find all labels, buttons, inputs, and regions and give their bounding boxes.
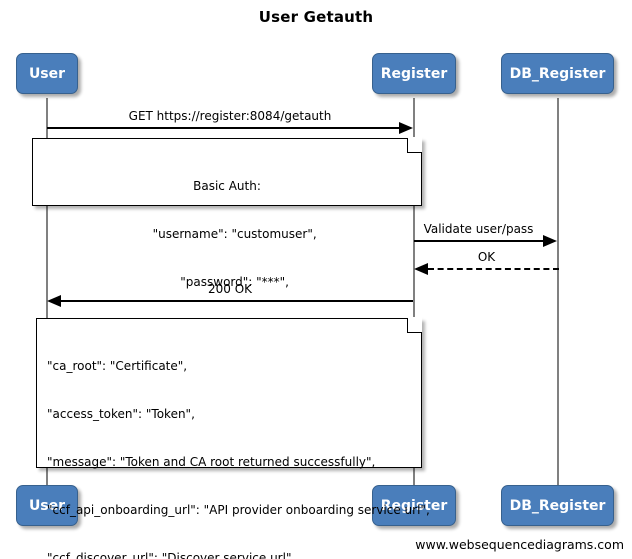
lifeline-user: [46, 98, 48, 488]
actor-label: DB_Register: [509, 497, 606, 514]
note-basic-auth-body: Basic Auth: "username": "customuser", "p…: [33, 139, 421, 328]
actor-label: Register: [380, 497, 448, 514]
lifeline-db-register: [557, 98, 559, 488]
note-line: "message": "Token and CA root returned s…: [47, 455, 376, 469]
actor-user-top[interactable]: User: [16, 53, 78, 94]
message-label-get-getauth: GET https://register:8084/getauth: [128, 109, 332, 123]
arrow-head-right-icon: [399, 122, 413, 134]
actor-register-bottom[interactable]: Register: [372, 485, 456, 526]
message-label-200-ok: 200 OK: [207, 282, 253, 296]
message-line-validate-user-pass: [414, 240, 543, 242]
note-line: "username": "customuser",: [137, 227, 317, 241]
arrow-head-left-icon: [414, 263, 428, 275]
note-line: "password": "***",: [165, 275, 289, 289]
note-line: "ca_root": "Certificate",: [47, 359, 188, 373]
message-line-get-getauth: [47, 127, 399, 129]
note-basic-auth: Basic Auth: "username": "customuser", "p…: [32, 137, 422, 289]
message-label-ok: OK: [477, 250, 496, 264]
actor-label: DB_Register: [509, 65, 606, 82]
note-fold-corner-icon: [407, 137, 422, 153]
message-label-validate-user-pass: Validate user/pass: [423, 222, 534, 236]
actor-register-top[interactable]: Register: [372, 53, 456, 94]
actor-db-register-top[interactable]: DB_Register: [501, 53, 614, 94]
actor-label: User: [28, 65, 66, 82]
arrow-head-right-icon: [543, 235, 557, 247]
lifeline-register: [413, 98, 415, 488]
message-line-200-ok: [61, 300, 413, 302]
actor-user-bottom[interactable]: User: [16, 485, 78, 526]
message-line-ok: [428, 268, 559, 270]
page-title: User Getauth: [258, 8, 374, 26]
note-line: "ccf_api_onboarding_url": "API provider …: [47, 503, 430, 517]
actor-label: Register: [380, 65, 448, 82]
note-line: "access_token": "Token",: [47, 407, 195, 421]
note-line: "ccf_discover_url": "Discover service ur…: [47, 551, 296, 559]
actor-db-register-bottom[interactable]: DB_Register: [501, 485, 614, 526]
footer-credit: www.websequencediagrams.com: [415, 537, 624, 552]
note-line: Basic Auth:: [193, 179, 261, 193]
note-response-body: "ca_root": "Certificate", "access_token"…: [37, 319, 430, 559]
note-response-payload: "ca_root": "Certificate", "access_token"…: [36, 317, 430, 559]
arrow-head-left-icon: [47, 295, 61, 307]
actor-label: User: [28, 497, 66, 514]
note-fold-corner-icon: [407, 317, 422, 333]
